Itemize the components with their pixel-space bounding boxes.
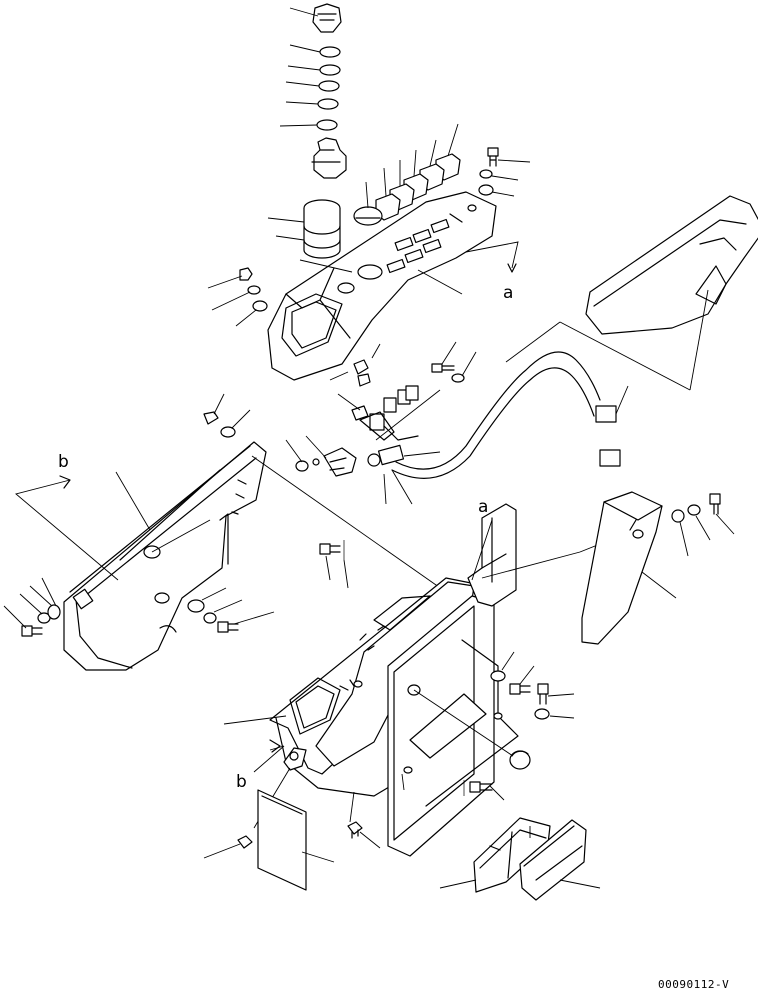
callout-b-left: b: [58, 452, 69, 472]
callout-b-lower: b: [236, 772, 247, 792]
direction-arrow-b-left: [15, 475, 119, 581]
bolt-washer-lower-left: [3, 577, 61, 637]
screw-washer-left-cluster: [203, 393, 251, 438]
bolt-spacer-middle: [319, 540, 349, 589]
connector-clips: [285, 343, 381, 477]
switch-panel-housing: [267, 191, 497, 381]
support-post-a: [467, 503, 641, 607]
callout-a-upper: a: [503, 283, 513, 303]
cylinder-cover-part: [267, 199, 341, 259]
bolt-washer-right-panel: [671, 493, 735, 557]
console-frame: [223, 577, 523, 857]
round-plug-cap: [509, 750, 531, 770]
screw-center-harness: [431, 341, 477, 383]
wiring-harness: [359, 321, 691, 505]
callout-a-lower: a: [478, 497, 488, 517]
lower-cover-pieces: [439, 817, 601, 901]
bolt-washer-side-cover-right: [187, 587, 275, 633]
direction-arrow-a-upper: [465, 241, 519, 273]
drawing-reference-code: 00090112-V: [658, 978, 729, 991]
floor-plate-left: [203, 789, 335, 891]
screw-set-panel-left: [207, 267, 268, 327]
rocker-switch-set: [353, 123, 461, 226]
bolt-washer-upper-right: [478, 147, 531, 197]
clip-below-frame: [347, 821, 381, 849]
armrest-part: [585, 195, 758, 391]
left-side-cover: [63, 441, 467, 671]
right-side-panel: [581, 491, 677, 645]
bolt-washer-frame-right: [490, 651, 575, 720]
bolt-lower-center: [463, 780, 505, 801]
key-switch-assembly: [279, 3, 347, 179]
direction-arrow-b-lower: [253, 739, 285, 773]
